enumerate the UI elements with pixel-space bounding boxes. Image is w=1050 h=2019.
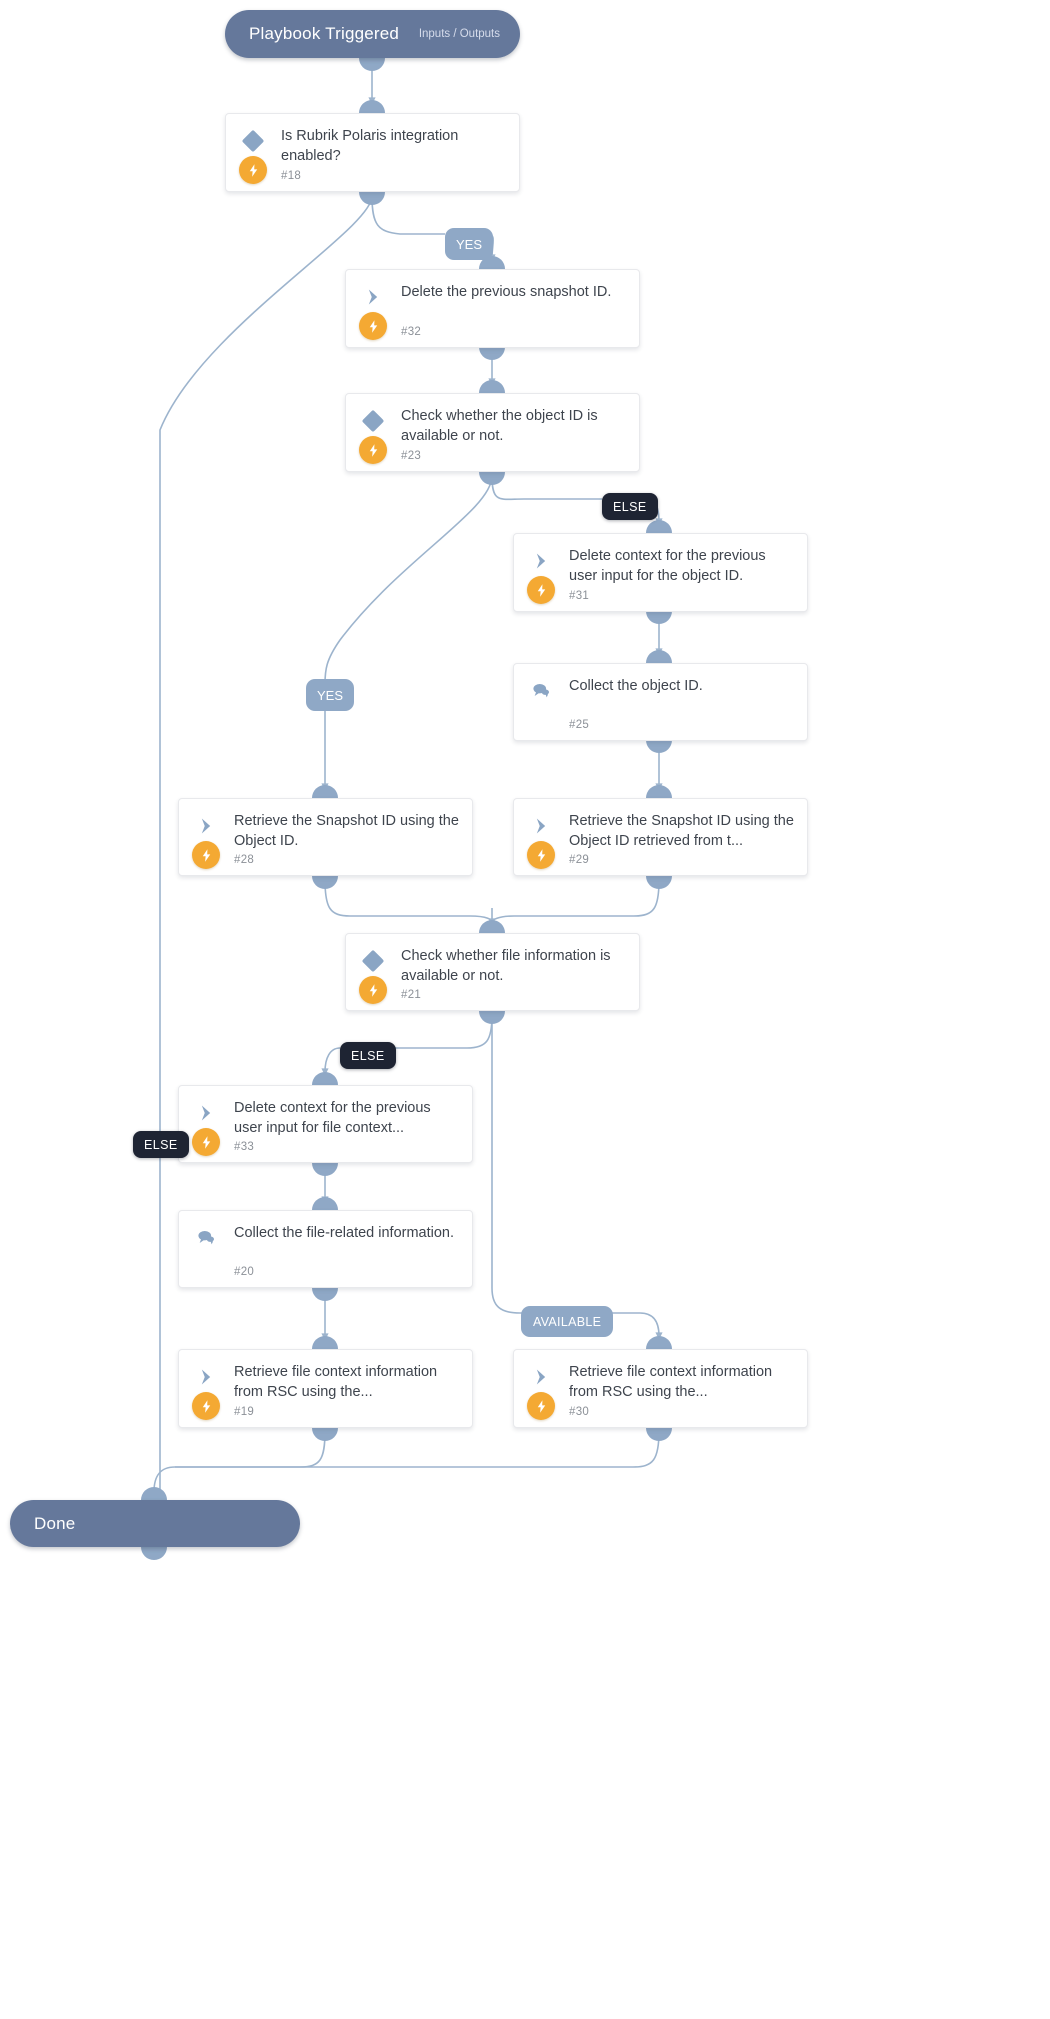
node-id: #23 bbox=[401, 450, 422, 462]
chevron-right-icon bbox=[360, 284, 386, 310]
diamond-icon bbox=[360, 408, 386, 434]
node-card-21[interactable]: Check whether file information is availa… bbox=[345, 933, 640, 1011]
node-title: Check whether file information is availa… bbox=[401, 948, 611, 984]
lightning-bolt-icon bbox=[527, 576, 555, 604]
node-card-33[interactable]: Delete context for the previous user inp… bbox=[178, 1085, 473, 1163]
end-node[interactable]: Done bbox=[10, 1500, 300, 1547]
node-id: #29 bbox=[569, 854, 590, 866]
node-id: #20 bbox=[234, 1266, 255, 1278]
branch-label-else-23[interactable]: ELSE bbox=[602, 493, 658, 520]
node-title: Delete the previous snapshot ID. bbox=[401, 284, 612, 300]
branch-label-yes-23[interactable]: YES bbox=[306, 679, 355, 711]
node-card-19[interactable]: Retrieve file context information from R… bbox=[178, 1349, 473, 1428]
branch-label-else-18[interactable]: ELSE bbox=[133, 1131, 189, 1158]
node-card-30[interactable]: Retrieve file context information from R… bbox=[513, 1349, 808, 1428]
branch-label-yes-18[interactable]: YES bbox=[445, 228, 494, 260]
lightning-bolt-icon bbox=[359, 436, 387, 464]
lightning-bolt-icon bbox=[239, 156, 267, 184]
node-id: #21 bbox=[401, 989, 422, 1001]
node-title: Delete context for the previous user inp… bbox=[234, 1100, 431, 1136]
chevron-right-icon bbox=[528, 1364, 554, 1390]
node-title: Collect the file-related information. bbox=[234, 1225, 455, 1241]
lightning-bolt-icon bbox=[192, 1392, 220, 1420]
lightning-bolt-icon bbox=[192, 841, 220, 869]
node-title: Delete context for the previous user inp… bbox=[569, 548, 766, 584]
node-title: Check whether the object ID is available… bbox=[401, 408, 598, 444]
lightning-bolt-icon bbox=[527, 841, 555, 869]
chevron-right-icon bbox=[193, 813, 219, 839]
node-card-31[interactable]: Delete context for the previous user inp… bbox=[513, 533, 808, 612]
node-id: #31 bbox=[569, 590, 590, 602]
trigger-label: Playbook Triggered bbox=[249, 24, 400, 43]
node-card-18[interactable]: Is Rubrik Polaris integration enabled? #… bbox=[225, 113, 520, 192]
trigger-inputs-outputs-label[interactable]: Inputs / Outputs bbox=[418, 28, 500, 40]
node-title: Retrieve file context information from R… bbox=[234, 1364, 438, 1400]
chevron-right-icon bbox=[193, 1100, 219, 1126]
trigger-node[interactable]: Playbook Triggered Inputs / Outputs bbox=[225, 10, 520, 58]
branch-label-else-21[interactable]: ELSE bbox=[340, 1042, 396, 1069]
lightning-bolt-icon bbox=[359, 976, 387, 1004]
node-title: Retrieve the Snapshot ID using the Objec… bbox=[569, 813, 794, 849]
node-card-23[interactable]: Check whether the object ID is available… bbox=[345, 393, 640, 472]
node-id: #28 bbox=[234, 854, 255, 866]
end-label: Done bbox=[34, 1513, 76, 1533]
node-id: #25 bbox=[569, 719, 590, 731]
node-title: Collect the object ID. bbox=[569, 678, 703, 694]
node-card-20[interactable]: Collect the file-related information. #2… bbox=[178, 1210, 473, 1288]
node-id: #33 bbox=[234, 1141, 255, 1153]
node-card-32[interactable]: Delete the previous snapshot ID. #32 bbox=[345, 269, 640, 348]
branch-label-available-21[interactable]: AVAILABLE bbox=[521, 1306, 614, 1337]
node-id: #19 bbox=[234, 1406, 255, 1418]
speech-bubble-icon bbox=[193, 1225, 219, 1251]
diamond-icon bbox=[360, 948, 386, 974]
node-id: #30 bbox=[569, 1406, 590, 1418]
lightning-bolt-icon bbox=[527, 1392, 555, 1420]
chevron-right-icon bbox=[193, 1364, 219, 1390]
node-card-28[interactable]: Retrieve the Snapshot ID using the Objec… bbox=[178, 798, 473, 876]
chevron-right-icon bbox=[528, 548, 554, 574]
node-card-29[interactable]: Retrieve the Snapshot ID using the Objec… bbox=[513, 798, 808, 876]
node-title: Retrieve the Snapshot ID using the Objec… bbox=[234, 813, 459, 849]
node-id: #18 bbox=[281, 170, 302, 182]
node-title: Is Rubrik Polaris integration enabled? bbox=[281, 128, 459, 164]
node-card-25[interactable]: Collect the object ID. #25 bbox=[513, 663, 808, 741]
chevron-right-icon bbox=[528, 813, 554, 839]
speech-bubble-icon bbox=[528, 678, 554, 704]
lightning-bolt-icon bbox=[192, 1128, 220, 1156]
diamond-icon bbox=[240, 128, 266, 154]
node-title: Retrieve file context information from R… bbox=[569, 1364, 773, 1400]
node-id: #32 bbox=[401, 326, 422, 338]
lightning-bolt-icon bbox=[359, 312, 387, 340]
